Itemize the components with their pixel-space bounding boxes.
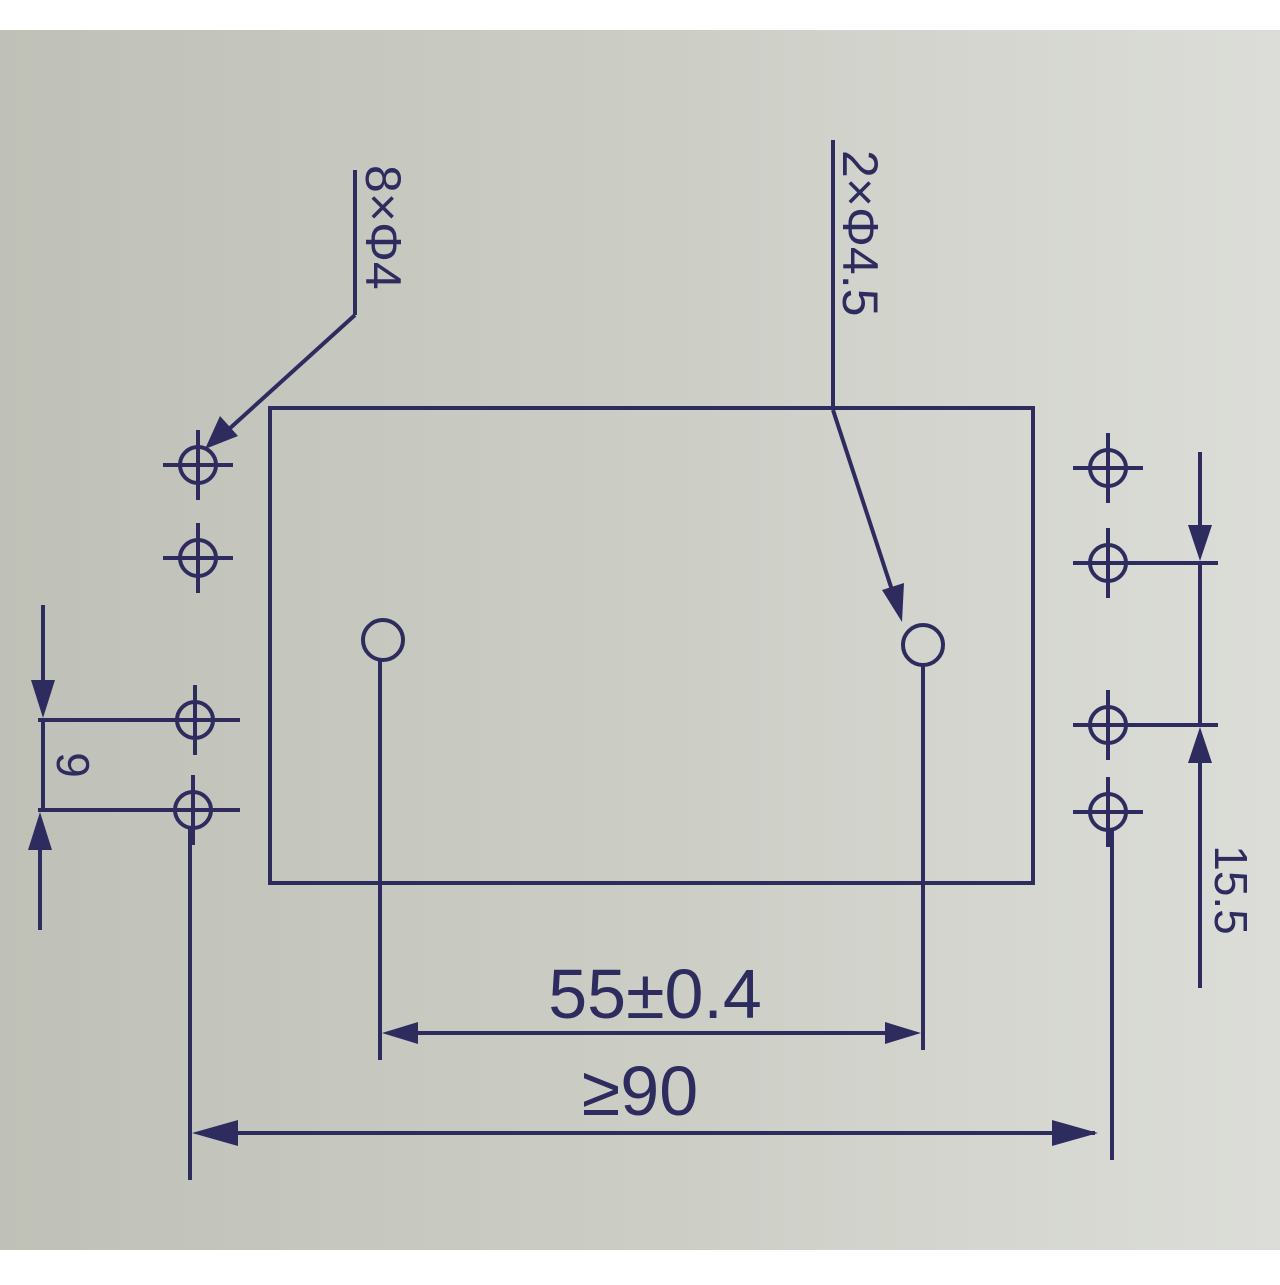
pin-hole-symbol — [1073, 433, 1143, 503]
mount-spacing-dimension — [382, 1022, 921, 1044]
pin-holes-label: 8×Φ4 — [355, 165, 411, 290]
paper-background — [0, 30, 1280, 1250]
right-pin-column — [1073, 433, 1218, 847]
pin-hole-symbol — [163, 523, 233, 593]
mount-holes-leader — [831, 140, 904, 622]
mount-hole-left — [361, 618, 405, 662]
pin-hole-symbol — [1073, 690, 1218, 760]
mount-holes-label: 2×Φ4.5 — [832, 150, 888, 316]
min-width-label: ≥90 — [582, 1052, 698, 1130]
min-width-dimension — [192, 1120, 1098, 1146]
pin-pitch-dimension — [28, 605, 195, 930]
mount-spacing-label: 55±0.4 — [548, 955, 762, 1033]
row-gap-dimension — [1188, 452, 1212, 988]
pin-holes-leader — [205, 170, 357, 449]
pin-hole-symbol — [1073, 777, 1143, 847]
pin-pitch-label: 9 — [47, 752, 99, 778]
pin-hole-symbol — [163, 430, 233, 500]
pin-hole-symbol — [1073, 528, 1218, 598]
component-outline — [268, 406, 1035, 885]
row-gap-label: 15.5 — [1205, 845, 1257, 935]
